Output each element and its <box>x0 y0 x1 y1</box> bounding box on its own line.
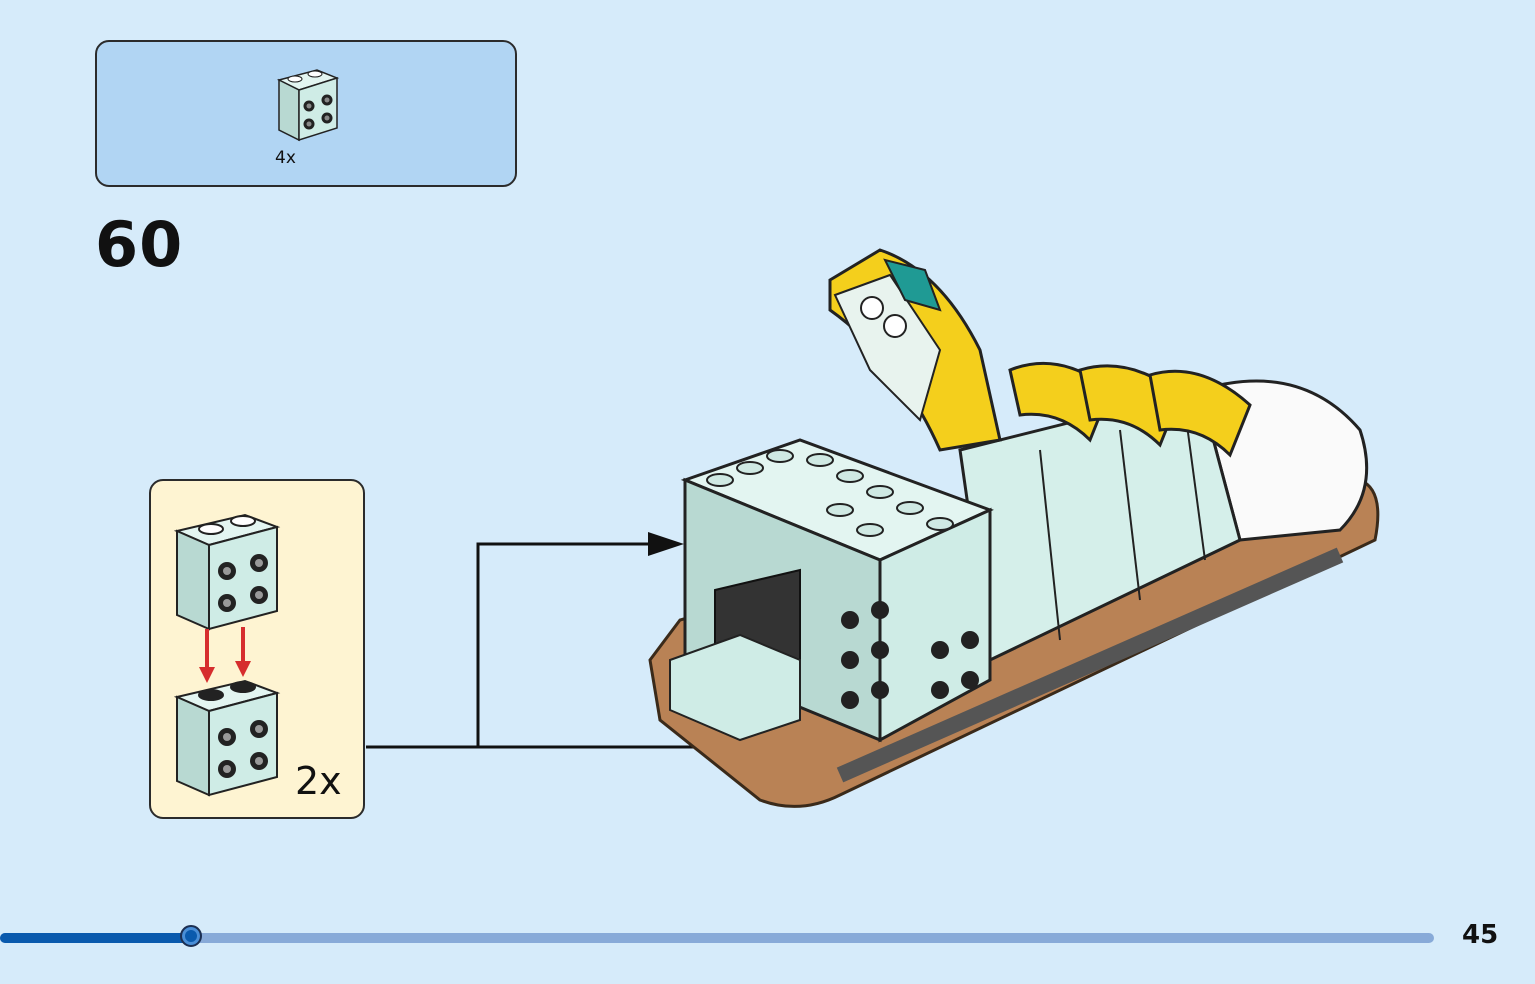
sub-assembly-quantity: 2x <box>295 759 342 803</box>
brick-top-icon <box>173 513 281 631</box>
progress-indicator-knob <box>180 925 202 947</box>
brick-2x2-studs-on-side-icon <box>276 69 340 142</box>
sub-assembly-box: 2x <box>149 479 365 819</box>
step-number: 60 <box>95 208 184 281</box>
parts-list-box: 4x <box>95 40 517 187</box>
sneaker-model-illustration <box>648 248 1380 808</box>
page-number: 45 <box>1462 920 1499 950</box>
parts-quantity: 4x <box>275 148 296 168</box>
progress-bar <box>0 925 1434 947</box>
progress-bar-fill <box>0 933 191 943</box>
brick-bottom-icon <box>173 679 281 797</box>
red-down-arrows-icon <box>199 627 251 683</box>
